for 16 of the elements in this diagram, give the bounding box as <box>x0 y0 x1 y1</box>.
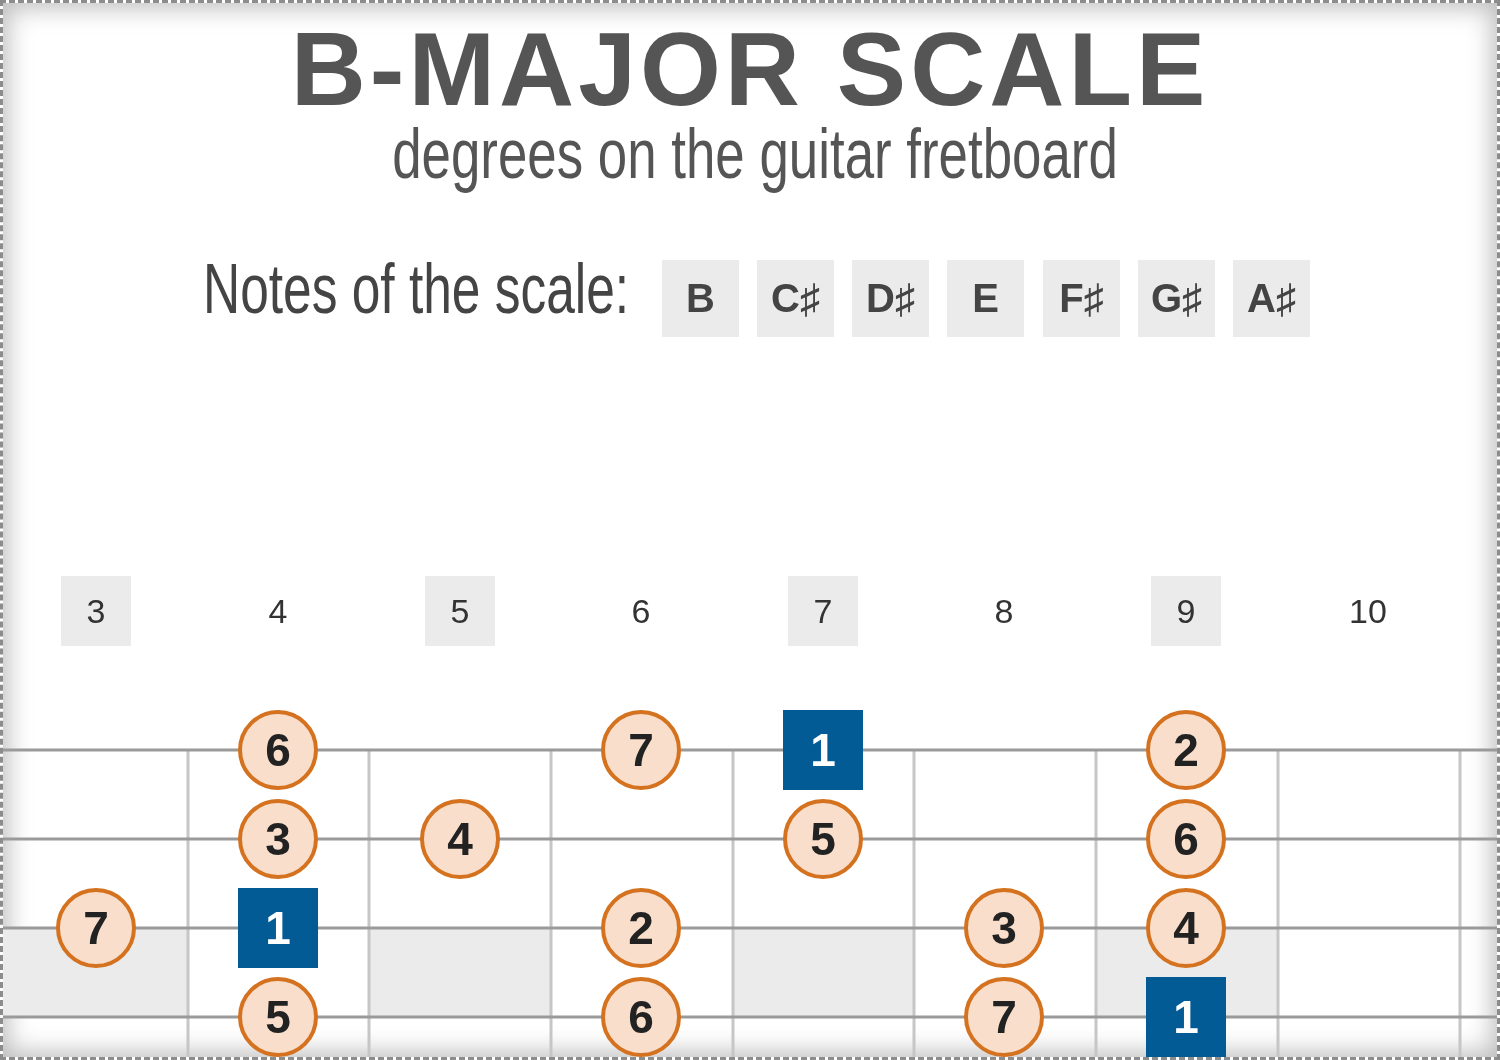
fret-number: 10 <box>1348 591 1388 631</box>
fret-number-tile: 3 <box>61 576 131 646</box>
fret-number-tile: 9 <box>1151 576 1221 646</box>
note-name-tile: B <box>662 260 739 337</box>
note-name-tile: E <box>947 260 1024 337</box>
fret-number: 8 <box>993 591 1015 631</box>
note-name-tile: F♯ <box>1043 260 1120 337</box>
note-name-tile: G♯ <box>1138 260 1215 337</box>
fret-number-tile: 7 <box>788 576 858 646</box>
fret-number: 4 <box>267 591 289 631</box>
note-name-tile: A♯ <box>1233 260 1310 337</box>
fret-number-tile: 5 <box>425 576 495 646</box>
note-name-tile: C♯ <box>757 260 834 337</box>
fret-number: 6 <box>630 591 652 631</box>
note-name-tile: D♯ <box>852 260 929 337</box>
scale-notes-heading: Notes of the scale: <box>203 251 630 328</box>
